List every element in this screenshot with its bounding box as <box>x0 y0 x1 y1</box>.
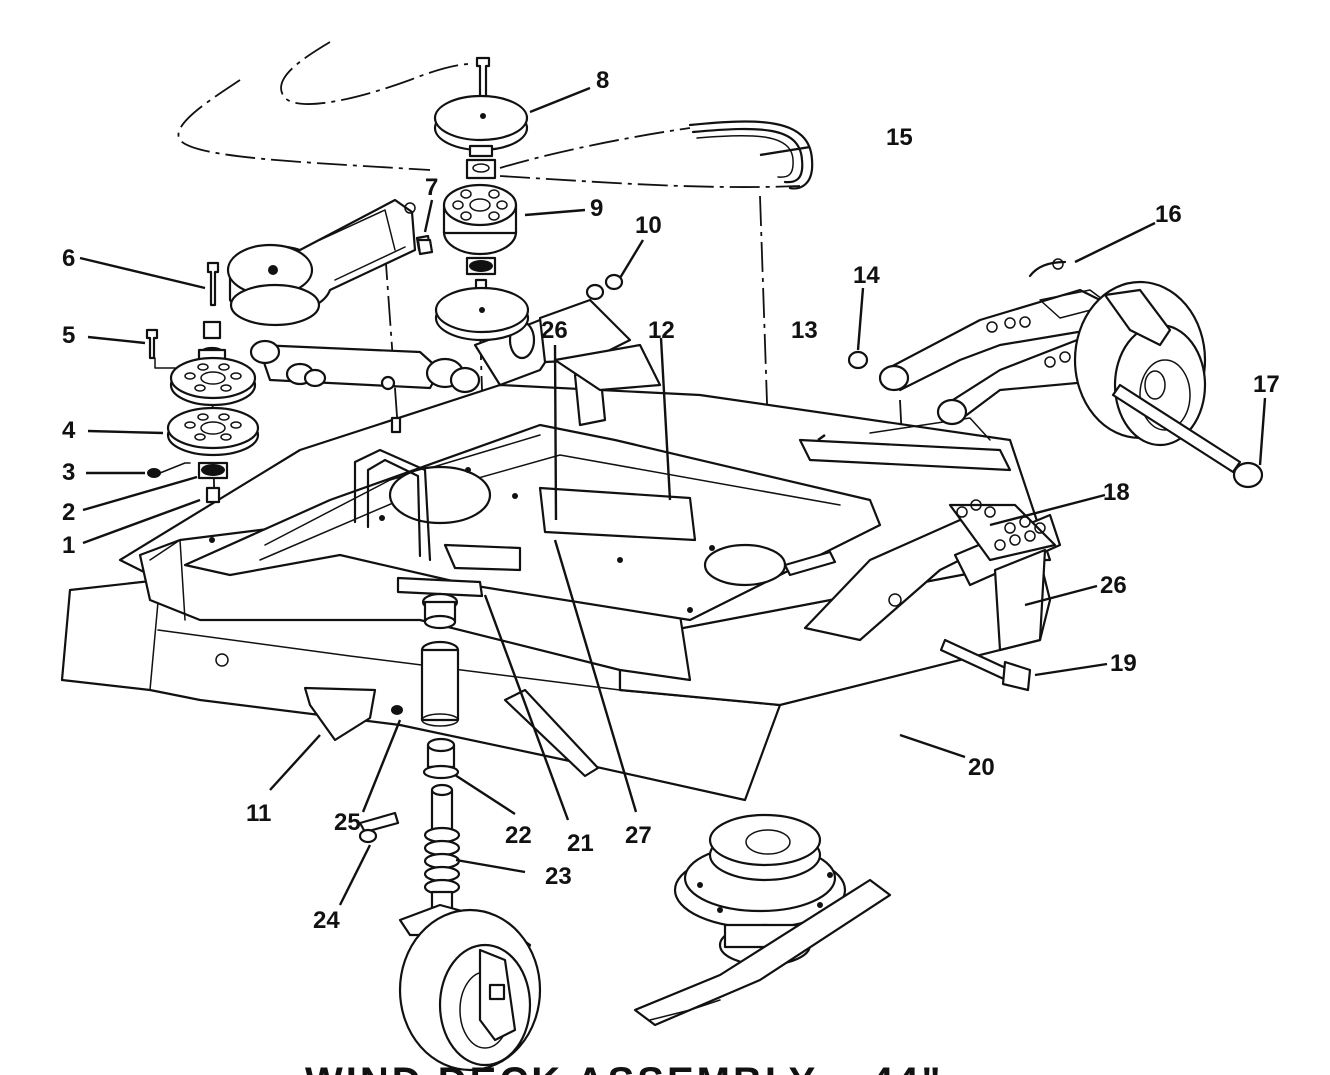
callout-14: 14 <box>853 262 880 289</box>
center-pulley-stack <box>390 56 624 434</box>
callout-6: 6 <box>62 245 75 272</box>
callout-7: 7 <box>425 174 438 201</box>
blade-spindle-assembly <box>633 813 892 1027</box>
callout-26-right: 26 <box>1100 572 1127 599</box>
callout-15: 15 <box>886 124 913 151</box>
deck-housing <box>60 383 1062 802</box>
callout-10: 10 <box>635 212 662 239</box>
callout-4: 4 <box>62 417 76 444</box>
callout-25: 25 <box>334 809 361 836</box>
idler-arm-assembly <box>145 198 432 504</box>
hitch-arm <box>847 258 1264 489</box>
callout-5: 5 <box>62 322 75 349</box>
callout-20: 20 <box>968 754 995 781</box>
callout-17: 17 <box>1253 371 1280 398</box>
callout-27: 27 <box>625 822 652 849</box>
callout-16: 16 <box>1155 201 1182 228</box>
callout-3: 3 <box>62 459 75 486</box>
callout-9: 9 <box>590 195 603 222</box>
callout-8: 8 <box>596 67 609 94</box>
callout-23: 23 <box>545 863 572 890</box>
callout-12: 12 <box>648 317 675 344</box>
callout-18: 18 <box>1103 479 1130 506</box>
callout-labels: 8 15 9 7 10 6 5 4 3 2 1 16 14 26 12 13 1… <box>62 67 1280 934</box>
callout-24: 24 <box>313 907 340 934</box>
hitch-bolt <box>939 638 1032 692</box>
leader-lines <box>79 86 1267 906</box>
callout-2: 2 <box>62 499 75 526</box>
callout-11: 11 <box>246 800 271 827</box>
callout-1: 1 <box>62 532 75 559</box>
callout-13: 13 <box>791 317 818 344</box>
callout-19: 19 <box>1110 650 1137 677</box>
callout-26-top: 26 <box>541 317 568 344</box>
callout-21: 21 <box>567 830 594 857</box>
figure-title: WIND DECK ASSEMBLY – 44" <box>305 1060 944 1075</box>
callout-22: 22 <box>505 822 532 849</box>
front-caster-assembly <box>358 592 542 1072</box>
